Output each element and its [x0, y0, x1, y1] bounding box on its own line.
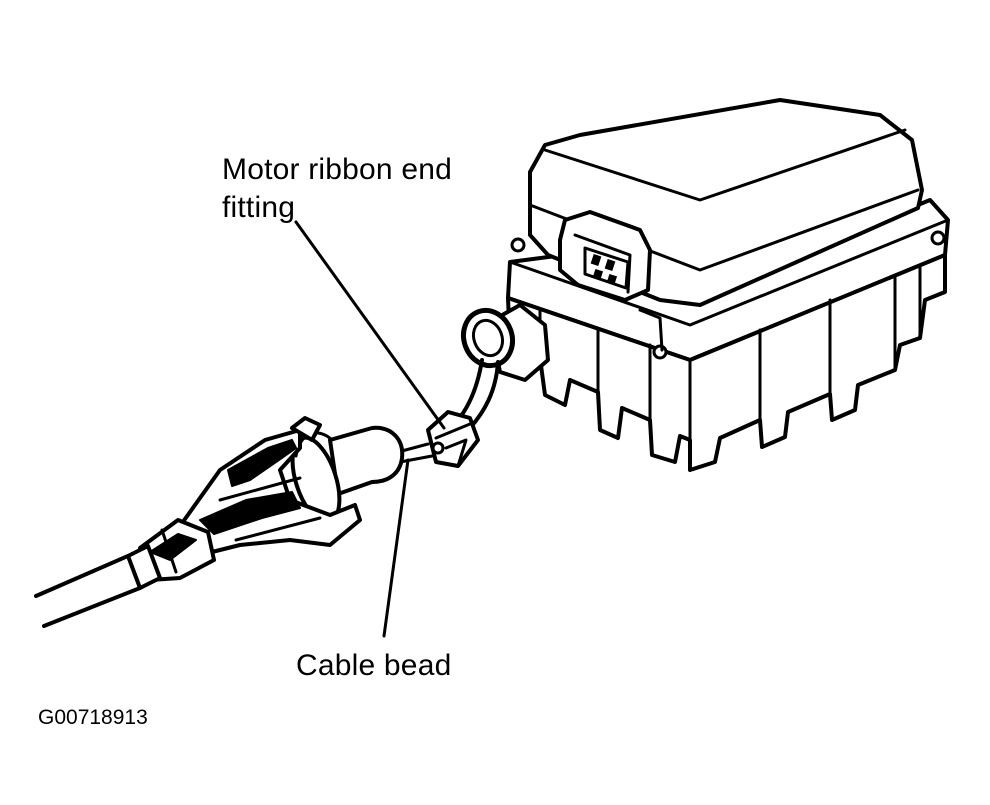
callout-motor-ribbon-end-fitting-line2: fitting: [222, 191, 296, 224]
motor-ribbon-end-fitting: [426, 410, 480, 468]
callout-motor-ribbon-end-fitting-line1: Motor ribbon end: [222, 153, 453, 186]
callout-cable-bead: Cable bead: [296, 649, 452, 682]
actuator-housing: [506, 98, 950, 472]
leader-motor-ribbon-end-fitting: [294, 220, 446, 430]
output-boot: [460, 303, 550, 382]
figure-id: G00718913: [38, 706, 148, 729]
leader-lines: [294, 220, 446, 638]
leader-cable-bead: [382, 458, 410, 638]
cable-conduit: [34, 416, 405, 628]
